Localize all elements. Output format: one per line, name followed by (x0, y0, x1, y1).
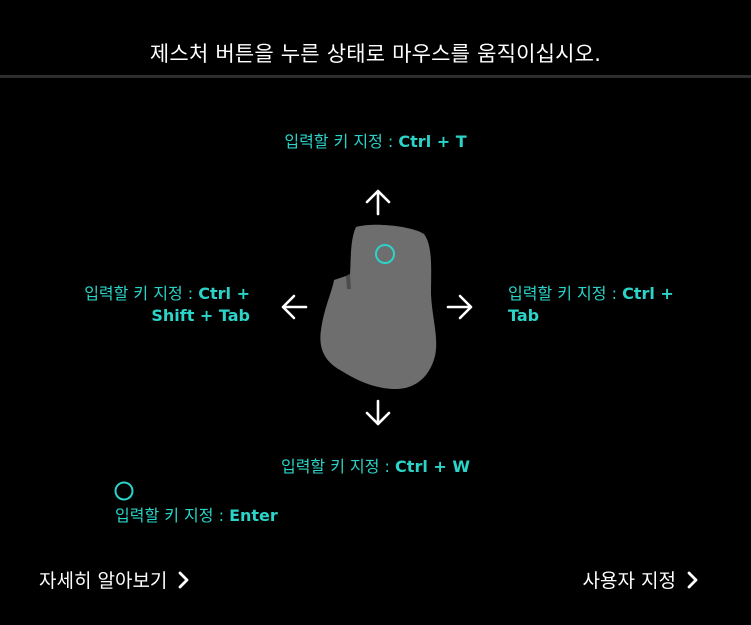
gesture-right-label[interactable]: 입력할 키 지정 : Ctrl + Tab (508, 283, 708, 327)
gesture-right-key: Ctrl + Tab (508, 284, 674, 325)
gesture-button-indicator-icon (375, 244, 395, 264)
customize-link[interactable]: 사용자 지정 (583, 566, 700, 593)
learn-more-link[interactable]: 자세히 알아보기 (39, 566, 191, 593)
click-indicator-icon (114, 481, 134, 501)
arrow-down-icon (362, 397, 394, 429)
gesture-up-key: Ctrl + T (398, 132, 467, 151)
gesture-click-key: Enter (229, 506, 278, 525)
gesture-click-label[interactable]: 입력할 키 지정 : Enter (115, 505, 278, 527)
customize-label: 사용자 지정 (582, 570, 676, 592)
gesture-left-prefix: 입력할 키 지정 : (84, 284, 199, 303)
gesture-up-prefix: 입력할 키 지정 : (284, 132, 399, 151)
gesture-right-prefix: 입력할 키 지정 : (508, 284, 623, 303)
arrow-right-icon (444, 291, 476, 323)
arrow-left-icon (278, 291, 310, 323)
mouse-body (320, 224, 437, 389)
header-divider (0, 75, 751, 78)
learn-more-label: 자세히 알아보기 (39, 570, 168, 592)
gesture-left-label[interactable]: 입력할 키 지정 : Ctrl + Shift + Tab (40, 283, 250, 327)
chevron-right-icon (687, 571, 698, 588)
gesture-up-label[interactable]: 입력할 키 지정 : Ctrl + T (200, 131, 551, 153)
chevron-right-icon (179, 571, 189, 588)
gesture-click-prefix: 입력할 키 지정 : (115, 506, 230, 525)
gesture-down-label[interactable]: 입력할 키 지정 : Ctrl + W (200, 456, 551, 478)
page-title: 제스처 버튼을 누른 상태로 마우스를 움직이십시오. (149, 42, 602, 66)
gesture-down-key: Ctrl + W (395, 457, 471, 476)
arrow-up-icon (362, 186, 394, 218)
mouse-icon (316, 222, 442, 392)
gesture-down-prefix: 입력할 키 지정 : (280, 457, 396, 476)
gesture-left-key: Ctrl + Shift + Tab (151, 284, 250, 325)
